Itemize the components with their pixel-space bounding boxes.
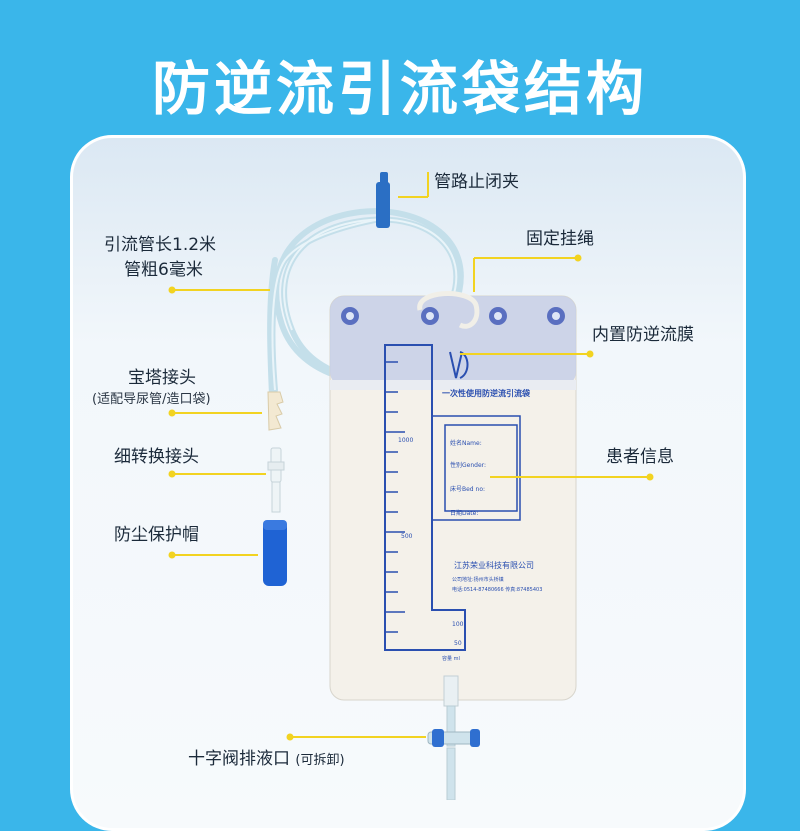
bag-address-2: 电话:0514-87480666 传真:87485403 [452,586,542,593]
dust-cap-icon [263,520,287,586]
bag-product-name: 一次性使用防逆流引流袋 [442,388,531,398]
bag-company: 江苏荣业科技有限公司 [454,560,534,570]
bag-scale-50: 50 [454,640,462,647]
bag-field-name: 姓名Name: [450,439,482,447]
cross-valve-icon [427,675,480,800]
bag-scale-100: 100 [452,621,464,628]
label-valve-sub: (可拆卸) [295,753,345,768]
bag-scale-1000: 1000 [398,437,413,444]
label-hang-rope: 固定挂绳 [526,229,594,249]
label-patient-info: 患者信息 [606,447,674,467]
label-valve: 十字阀排液口 (可拆卸) [188,748,345,772]
drainage-bag [329,291,577,701]
bag-address-1: 公司地址:扬州市头桥镇 [452,576,504,583]
label-tube-length: 引流管长1.2米 [104,235,217,255]
label-tube-diameter: 管粗6毫米 [124,260,203,280]
thin-adapter-icon [267,447,285,513]
bag-field-gender: 性别Gender: [450,461,486,469]
bag-scale-unit: 容量 ml [442,655,460,662]
bag-scale-500: 500 [401,533,413,540]
label-anti-reflux: 内置防逆流膜 [592,325,694,345]
label-thin-adapter: 细转换接头 [114,447,199,467]
pagoda-connector-icon [267,391,284,431]
tube-clamp-icon [376,172,390,228]
label-pagoda-sub: (适配导尿管/造口袋) [92,392,211,407]
label-pagoda: 宝塔接头 [128,368,196,388]
bag-field-bed: 床号Bed no: [450,485,485,493]
page-title: 防逆流引流袋结构 [151,55,648,123]
product-illustration: 一次性使用防逆流引流袋 姓名Name: 性别Gender: 床号Bed no: … [168,172,654,800]
callout-lines [172,172,650,738]
label-valve-main: 十字阀排液口 [188,749,290,769]
label-dust-cap: 防尘保护帽 [114,525,199,545]
bag-field-date: 日期Date: [450,509,478,517]
label-clamp: 管路止闭夹 [434,172,519,192]
